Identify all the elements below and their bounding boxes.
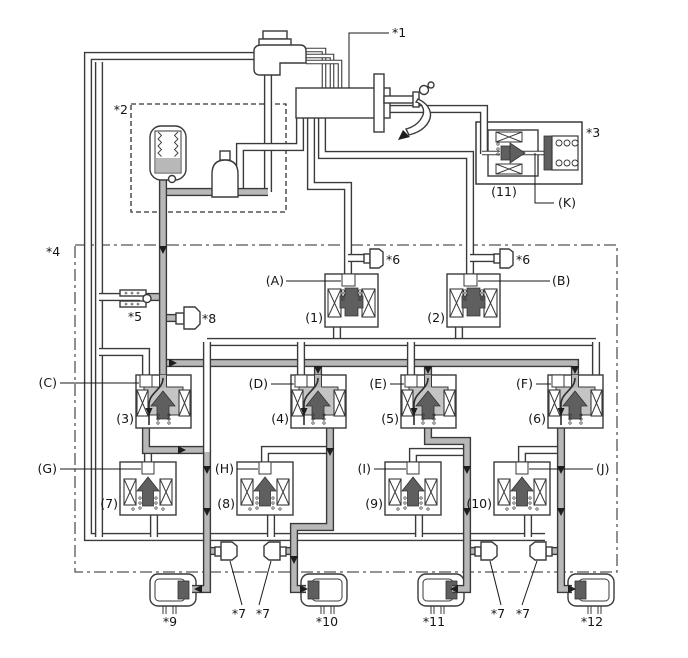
check-valve-5 xyxy=(119,289,152,308)
label-portG: (G) xyxy=(38,461,57,476)
solenoid-valve-8 xyxy=(236,461,294,516)
return-pipes-over xyxy=(202,342,601,452)
label-portF: (F) xyxy=(516,376,533,391)
label-valve9: (9) xyxy=(365,496,383,511)
label-star5: *5 xyxy=(128,309,142,324)
label-portD: (D) xyxy=(249,376,268,391)
reservoir xyxy=(253,30,307,76)
label-star7c: *7 xyxy=(491,606,505,621)
label-portH: (H) xyxy=(215,461,234,476)
label-valve10: (10) xyxy=(466,496,492,511)
accumulator xyxy=(149,125,187,184)
wheel-cylinder-11 xyxy=(417,573,465,615)
pump xyxy=(211,150,239,198)
label-portB: (B) xyxy=(552,273,570,288)
label-star6a: *6 xyxy=(386,252,400,267)
label-valve7: (7) xyxy=(100,496,118,511)
damper-7b xyxy=(263,541,287,561)
label-portA: (A) xyxy=(266,273,284,288)
label-portE: (E) xyxy=(369,376,387,391)
brake-pedal xyxy=(398,81,435,140)
label-valve5: (5) xyxy=(381,411,399,426)
damper-7d xyxy=(529,541,553,561)
label-valve11: (11) xyxy=(491,184,517,199)
label-portI: (I) xyxy=(358,461,371,476)
wheel-cylinder-12 xyxy=(567,573,615,615)
solenoid-valve-5 xyxy=(400,374,457,429)
label-portK: (K) xyxy=(558,195,576,210)
label-portC: (C) xyxy=(39,375,57,390)
label-star4: *4 xyxy=(46,244,60,259)
label-star2: *2 xyxy=(114,102,128,117)
label-valve4: (4) xyxy=(271,411,289,426)
stroke-simulator-piston xyxy=(543,135,579,171)
solenoid-valve-7 xyxy=(119,461,177,516)
solenoid-valve-2 xyxy=(446,273,501,328)
solenoid-valve-6 xyxy=(547,374,604,429)
label-star1: *1 xyxy=(392,25,406,40)
label-star3: *3 xyxy=(586,125,600,140)
wheel-cylinder-10 xyxy=(300,573,348,615)
flow-arrows xyxy=(159,246,579,593)
label-portJ: (J) xyxy=(596,461,609,476)
label-star7b: *7 xyxy=(256,606,270,621)
solenoid-valve-9 xyxy=(384,461,442,516)
relief-valve-6b xyxy=(493,248,514,269)
return-pipes xyxy=(83,47,596,542)
label-star6b: *6 xyxy=(516,252,530,267)
solenoid-valve-3 xyxy=(135,374,192,429)
master-cylinder xyxy=(295,73,420,133)
solenoid-valve-1 xyxy=(324,273,379,328)
label-star10: *10 xyxy=(316,614,338,629)
label-valve1: (1) xyxy=(305,310,323,325)
relief-valve-6a xyxy=(363,248,384,269)
pump-unit-box xyxy=(130,103,287,213)
wheel-cylinder-9 xyxy=(149,573,197,615)
solenoid-valve-4 xyxy=(290,374,347,429)
label-star8: *8 xyxy=(202,311,216,326)
label-valve3: (3) xyxy=(116,411,134,426)
solenoid-valve-10 xyxy=(493,461,551,516)
pressure-sensor-8 xyxy=(175,306,201,330)
damper-7a xyxy=(214,541,238,561)
label-valve6: (6) xyxy=(528,411,546,426)
label-star7a: *7 xyxy=(232,606,246,621)
callout-lines xyxy=(60,32,593,606)
label-star12: *12 xyxy=(581,614,603,629)
label-valve8: (8) xyxy=(217,496,235,511)
damper-7c xyxy=(474,541,498,561)
labels: *1 *2 *3 *4 *5 *6 *6 *8 *7 *7 *7 *7 *9 *… xyxy=(38,25,610,629)
label-star11: *11 xyxy=(423,614,445,629)
label-star9: *9 xyxy=(163,614,177,629)
simulator-valve-11 xyxy=(482,129,548,177)
label-star7d: *7 xyxy=(516,606,530,621)
label-valve2: (2) xyxy=(427,310,445,325)
